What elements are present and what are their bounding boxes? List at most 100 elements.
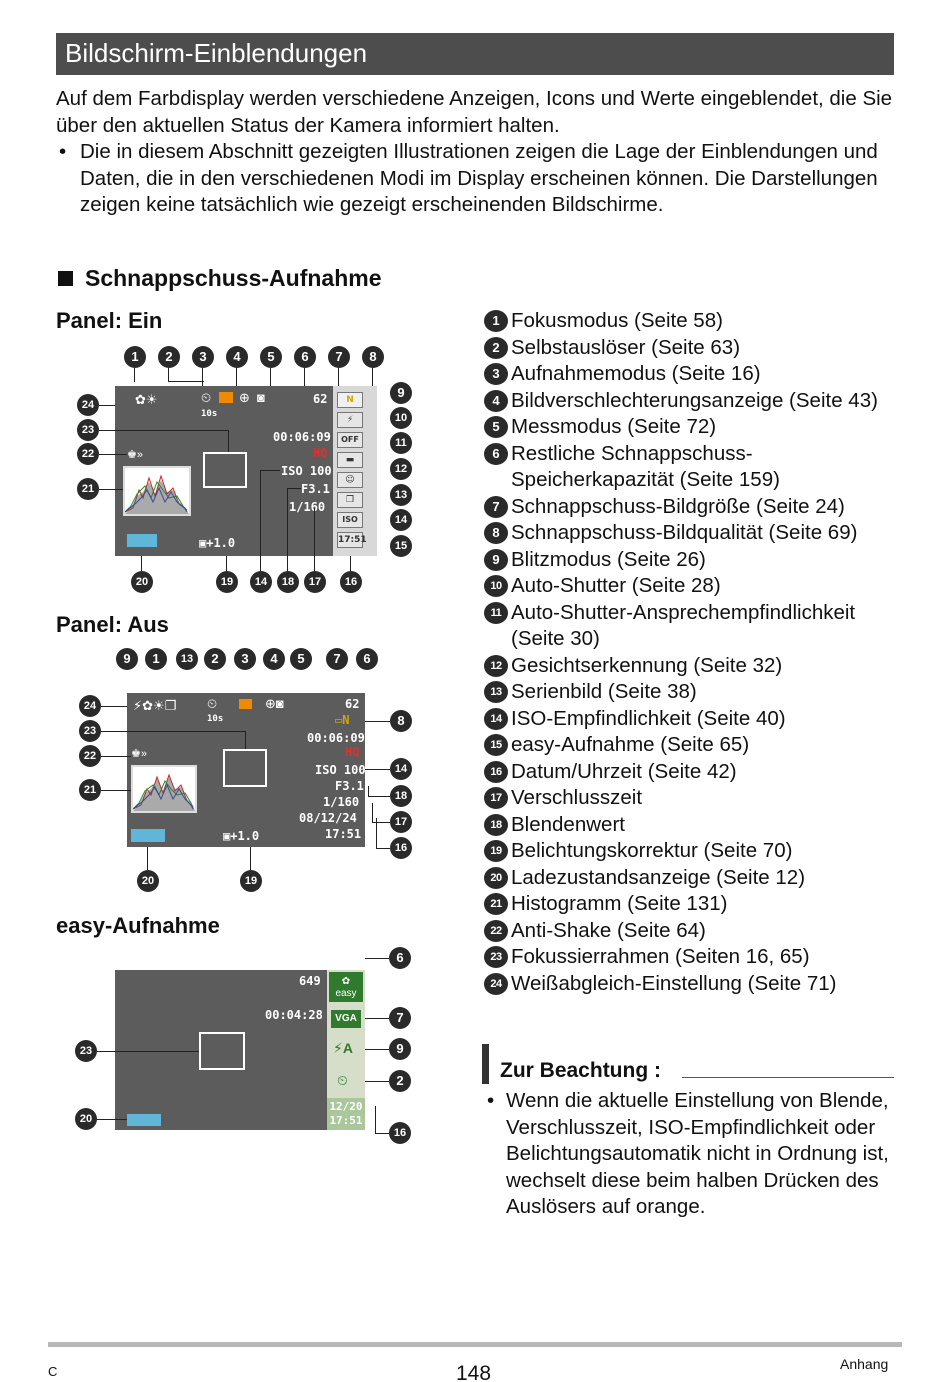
leader-line (287, 488, 288, 571)
intro-bullet-text: Die in diesem Abschnitt gezeigten Illust… (80, 140, 878, 216)
leader-line (365, 1049, 389, 1050)
marker-24: 24 (79, 695, 101, 717)
square-bullet-icon (58, 270, 73, 286)
note-bar (482, 1044, 489, 1084)
legend-text: Fokusmodus (Seite 58) (511, 309, 723, 332)
page-title-bar: Bildschirm-Einblendungen (56, 33, 894, 75)
leader-line (97, 1119, 127, 1120)
leader-line (287, 488, 301, 489)
marker-19: 19 (216, 571, 238, 593)
leader-line (141, 556, 142, 571)
marker-9: 9 (390, 382, 412, 404)
aperture-value: F3.1 (301, 482, 330, 496)
leader-line (304, 368, 305, 386)
histogram (123, 466, 191, 516)
leader-line (372, 822, 390, 823)
recording-time-aus: 00:06:09 (307, 731, 365, 745)
leader-line (365, 721, 390, 722)
legend-number: 20 (484, 866, 508, 889)
intro-bullet: • Die in diesem Abschnitt gezeigten Illu… (56, 139, 896, 219)
marker-20: 20 (137, 870, 159, 892)
footer-section: Anhang (840, 1356, 889, 1372)
ev-compensation: ▣+1.0 (199, 536, 236, 550)
ev-value: +1.0 (206, 536, 236, 550)
white-balance-icon: ✿☀ (135, 392, 158, 407)
legend-number: 21 (484, 893, 508, 915)
marker-21: 21 (77, 478, 99, 500)
note-title: Zur Beachtung : (500, 1059, 661, 1082)
leader-line (368, 796, 390, 797)
marker-5: 5 (290, 648, 312, 670)
battery-indicator-easy (127, 1114, 161, 1126)
marker-12: 12 (390, 458, 412, 480)
legend-text: Gesichtserkennung (Seite 32) (511, 653, 783, 677)
legend-text: ISO-Empfindlichkeit (Seite 40) (511, 706, 786, 730)
marker-15: 15 (390, 535, 412, 557)
leader-line (245, 731, 246, 749)
battery-indicator (127, 534, 157, 547)
flash-auto-icon: ⚡A (333, 1040, 353, 1056)
leader-line (372, 368, 373, 386)
marker-24: 24 (77, 394, 99, 416)
marker-1: 1 (145, 648, 167, 670)
record-mode-icon (219, 392, 233, 403)
leader-line (168, 381, 204, 382)
legend-number: 11 (484, 601, 508, 624)
marker-8: 8 (362, 346, 384, 368)
leader-line (147, 847, 148, 870)
marker-21: 21 (79, 779, 101, 801)
intro-text: Auf dem Farbdisplay werden verschiedene … (56, 86, 896, 219)
legend-number: 7 (484, 495, 508, 518)
metering-icon: ◙ (257, 390, 265, 405)
shots-remaining-aus: 62 (345, 697, 360, 711)
leader-line (260, 470, 261, 571)
quality-hq-aus: HQ (345, 745, 360, 759)
legend-number: 3 (484, 363, 508, 385)
marker-3: 3 (192, 346, 214, 368)
iso-side-icon: ISO (337, 512, 363, 528)
legend-number: 14 (484, 707, 508, 730)
auto-shutter-icon: OFF (337, 432, 363, 448)
histogram-aus (131, 765, 197, 813)
marker-23: 23 (79, 720, 101, 742)
legend-number: 10 (484, 575, 508, 597)
leader-line (101, 731, 246, 732)
leader-line (365, 1018, 389, 1019)
legend-text: easy-Aufnahme (Seite 65) (511, 733, 750, 756)
marker-8: 8 (390, 710, 412, 732)
legend-number: 22 (484, 919, 508, 942)
selftimer-text-aus: 10s (207, 714, 224, 724)
recording-time: 00:06:09 (273, 430, 331, 444)
aperture-value-aus: F3.1 (335, 779, 364, 793)
leader-line (99, 454, 127, 455)
footer-left: C (48, 1364, 58, 1379)
leader-line (97, 1051, 199, 1052)
marker-19: 19 (240, 870, 262, 892)
marker-2: 2 (389, 1070, 411, 1092)
marker-2: 2 (204, 648, 226, 670)
zoom-icon: ⊕ (239, 390, 250, 405)
legend-number: 13 (484, 681, 508, 703)
note-rule (682, 1077, 894, 1078)
image-size-aus: ▭N (335, 713, 350, 727)
sensitivity-icon: ▬ (337, 452, 363, 468)
legend-text: Verschlusszeit (511, 786, 643, 809)
face-detect-icon: ☺ (337, 472, 363, 488)
panel-ein-label: Panel: Ein (56, 308, 163, 333)
marker-23: 23 (75, 1040, 97, 1062)
zoom-icon-aus: ⊕◙ (265, 696, 284, 711)
date-aus: 08/12/24 (299, 811, 357, 825)
legend-number: 8 (484, 522, 508, 544)
legend-text: Aufnahmemodus (Seite 16) (511, 362, 761, 385)
legend-text: Datum/Uhrzeit (Seite 42) (511, 759, 737, 783)
leader-line (350, 556, 351, 571)
selftimer-text: 10s (201, 409, 218, 419)
